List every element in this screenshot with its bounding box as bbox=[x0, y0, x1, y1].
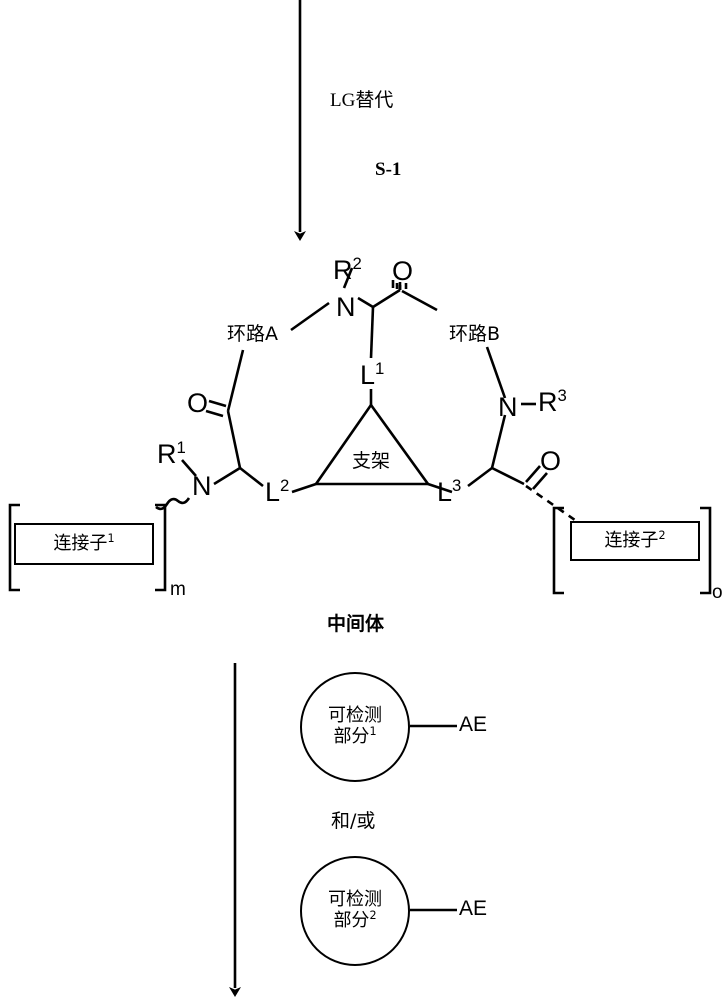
bond-ringa-to-left-carbonyl bbox=[226, 349, 245, 412]
detectable-moiety-1-superscript: 1 bbox=[369, 725, 377, 738]
carbonyl-right-dbl-2 bbox=[532, 472, 548, 490]
ring-linker-l3-superscript: 3 bbox=[452, 476, 462, 495]
atom-n-left: N bbox=[192, 471, 212, 501]
bond-triangle-to-l2 bbox=[291, 482, 317, 494]
linker2-bracket-subscript: o bbox=[712, 582, 723, 603]
substituent-r1: R1 bbox=[157, 438, 186, 469]
bond-right-alpha-to-carbonyl bbox=[491, 466, 525, 486]
detectable-moiety-1-line1: 可检测 bbox=[328, 705, 382, 727]
ring-linker-l3: L3 bbox=[437, 476, 462, 507]
ring-linker-l2-superscript: 2 bbox=[280, 476, 290, 495]
bond-n-top-r2 bbox=[342, 267, 354, 289]
carbonyl-right-dbl-1 bbox=[525, 465, 541, 483]
bond-alpha-top-to-carbonyl bbox=[372, 288, 401, 309]
linker1-text-base: 连接子 bbox=[53, 532, 108, 554]
bond-carbonyl-top-to-ringb bbox=[401, 289, 438, 312]
detectable-moiety-1-line2-base: 部分 bbox=[333, 726, 370, 747]
bond-ringb-to-n-right bbox=[485, 346, 507, 399]
ring-b-label: 环路B bbox=[449, 323, 501, 345]
bond-n-right-to-alpha bbox=[490, 414, 507, 469]
atom-n-right: N bbox=[498, 392, 518, 422]
ring-linker-l2: L2 bbox=[265, 476, 290, 507]
substituent-r3-superscript: 3 bbox=[557, 386, 567, 405]
linker2-box-text: 连接子2 bbox=[604, 528, 666, 552]
detectable-moiety-2-line2-base: 部分 bbox=[333, 910, 370, 931]
linker1-box-text: 连接子1 bbox=[53, 531, 115, 555]
bond-left-alpha-to-l2 bbox=[239, 466, 264, 488]
carbonyl-left-dbl-1 bbox=[208, 399, 227, 408]
atom-n-top: N bbox=[336, 292, 356, 322]
detectable-moiety-1-line2: 部分1 bbox=[333, 725, 377, 748]
reaction-condition-label: LG替代 bbox=[330, 90, 394, 111]
and-or-label: 和/或 bbox=[331, 810, 376, 832]
left-bracket-open bbox=[8, 503, 20, 592]
bond-left-alpha-to-n bbox=[213, 466, 241, 486]
substituent-r2-superscript: 2 bbox=[352, 254, 362, 273]
ae-tag-2: AE bbox=[459, 897, 488, 920]
reaction-step-label: S-1 bbox=[375, 159, 402, 180]
carbonyl-left-dbl-2 bbox=[205, 409, 224, 418]
detectable-moiety-2-superscript: 2 bbox=[369, 909, 377, 922]
substituent-r1-superscript: 1 bbox=[176, 438, 186, 457]
bond-triangle-to-l3 bbox=[427, 482, 453, 494]
substituent-r3: R3 bbox=[538, 386, 567, 417]
linker1-box: 连接子1 bbox=[14, 523, 154, 565]
substituent-r2: R2 bbox=[333, 254, 362, 285]
intermediate-title: 中间体 bbox=[327, 613, 385, 635]
ae-tag-1: AE bbox=[459, 713, 488, 736]
linker1-text-superscript: 1 bbox=[107, 531, 115, 545]
atom-o-right: O bbox=[540, 446, 562, 476]
scaffold-triangle bbox=[313, 402, 431, 486]
ring-linker-l3-base: L bbox=[437, 477, 453, 507]
squiggle-bond-linker1 bbox=[155, 497, 191, 511]
bond-n-left-to-r1 bbox=[181, 459, 197, 477]
scaffold-label: 支架 bbox=[352, 450, 391, 472]
linker2-text-base: 连接子 bbox=[604, 529, 659, 551]
atom-o-top: O bbox=[392, 256, 414, 286]
ring-linker-l1: L1 bbox=[360, 359, 385, 390]
atom-o-left: O bbox=[187, 388, 209, 418]
detectable-moiety-1-circle: 可检测 部分1 bbox=[300, 672, 410, 782]
detectable-moiety-2-line1: 可检测 bbox=[328, 889, 382, 911]
ring-linker-l1-superscript: 1 bbox=[375, 359, 385, 378]
substituent-r2-base: R bbox=[333, 255, 353, 285]
substituent-r1-base: R bbox=[157, 439, 177, 469]
bond-n-top-alpha bbox=[357, 296, 374, 309]
bond-ringa-to-n-top bbox=[290, 301, 330, 332]
bond-left-carbonyl-to-alpha bbox=[226, 410, 242, 469]
right-bracket-close bbox=[700, 506, 712, 595]
bond-right-alpha-to-l3 bbox=[467, 466, 493, 488]
detectable-moiety-2-circle: 可检测 部分2 bbox=[300, 856, 410, 966]
ring-linker-l1-base: L bbox=[360, 360, 376, 390]
ring-a-label: 环路A bbox=[227, 323, 278, 345]
left-bracket-close bbox=[155, 503, 167, 592]
detectable-moiety-2-line2: 部分2 bbox=[333, 909, 377, 932]
ring-linker-l2-base: L bbox=[265, 477, 281, 507]
linker2-box: 连接子2 bbox=[570, 521, 700, 561]
substituent-r3-base: R bbox=[538, 387, 558, 417]
linker1-bracket-subscript: m bbox=[170, 579, 186, 600]
linker2-text-superscript: 2 bbox=[658, 528, 666, 542]
bond-alpha-top-to-l1 bbox=[369, 306, 375, 359]
right-bracket-open bbox=[552, 506, 564, 595]
